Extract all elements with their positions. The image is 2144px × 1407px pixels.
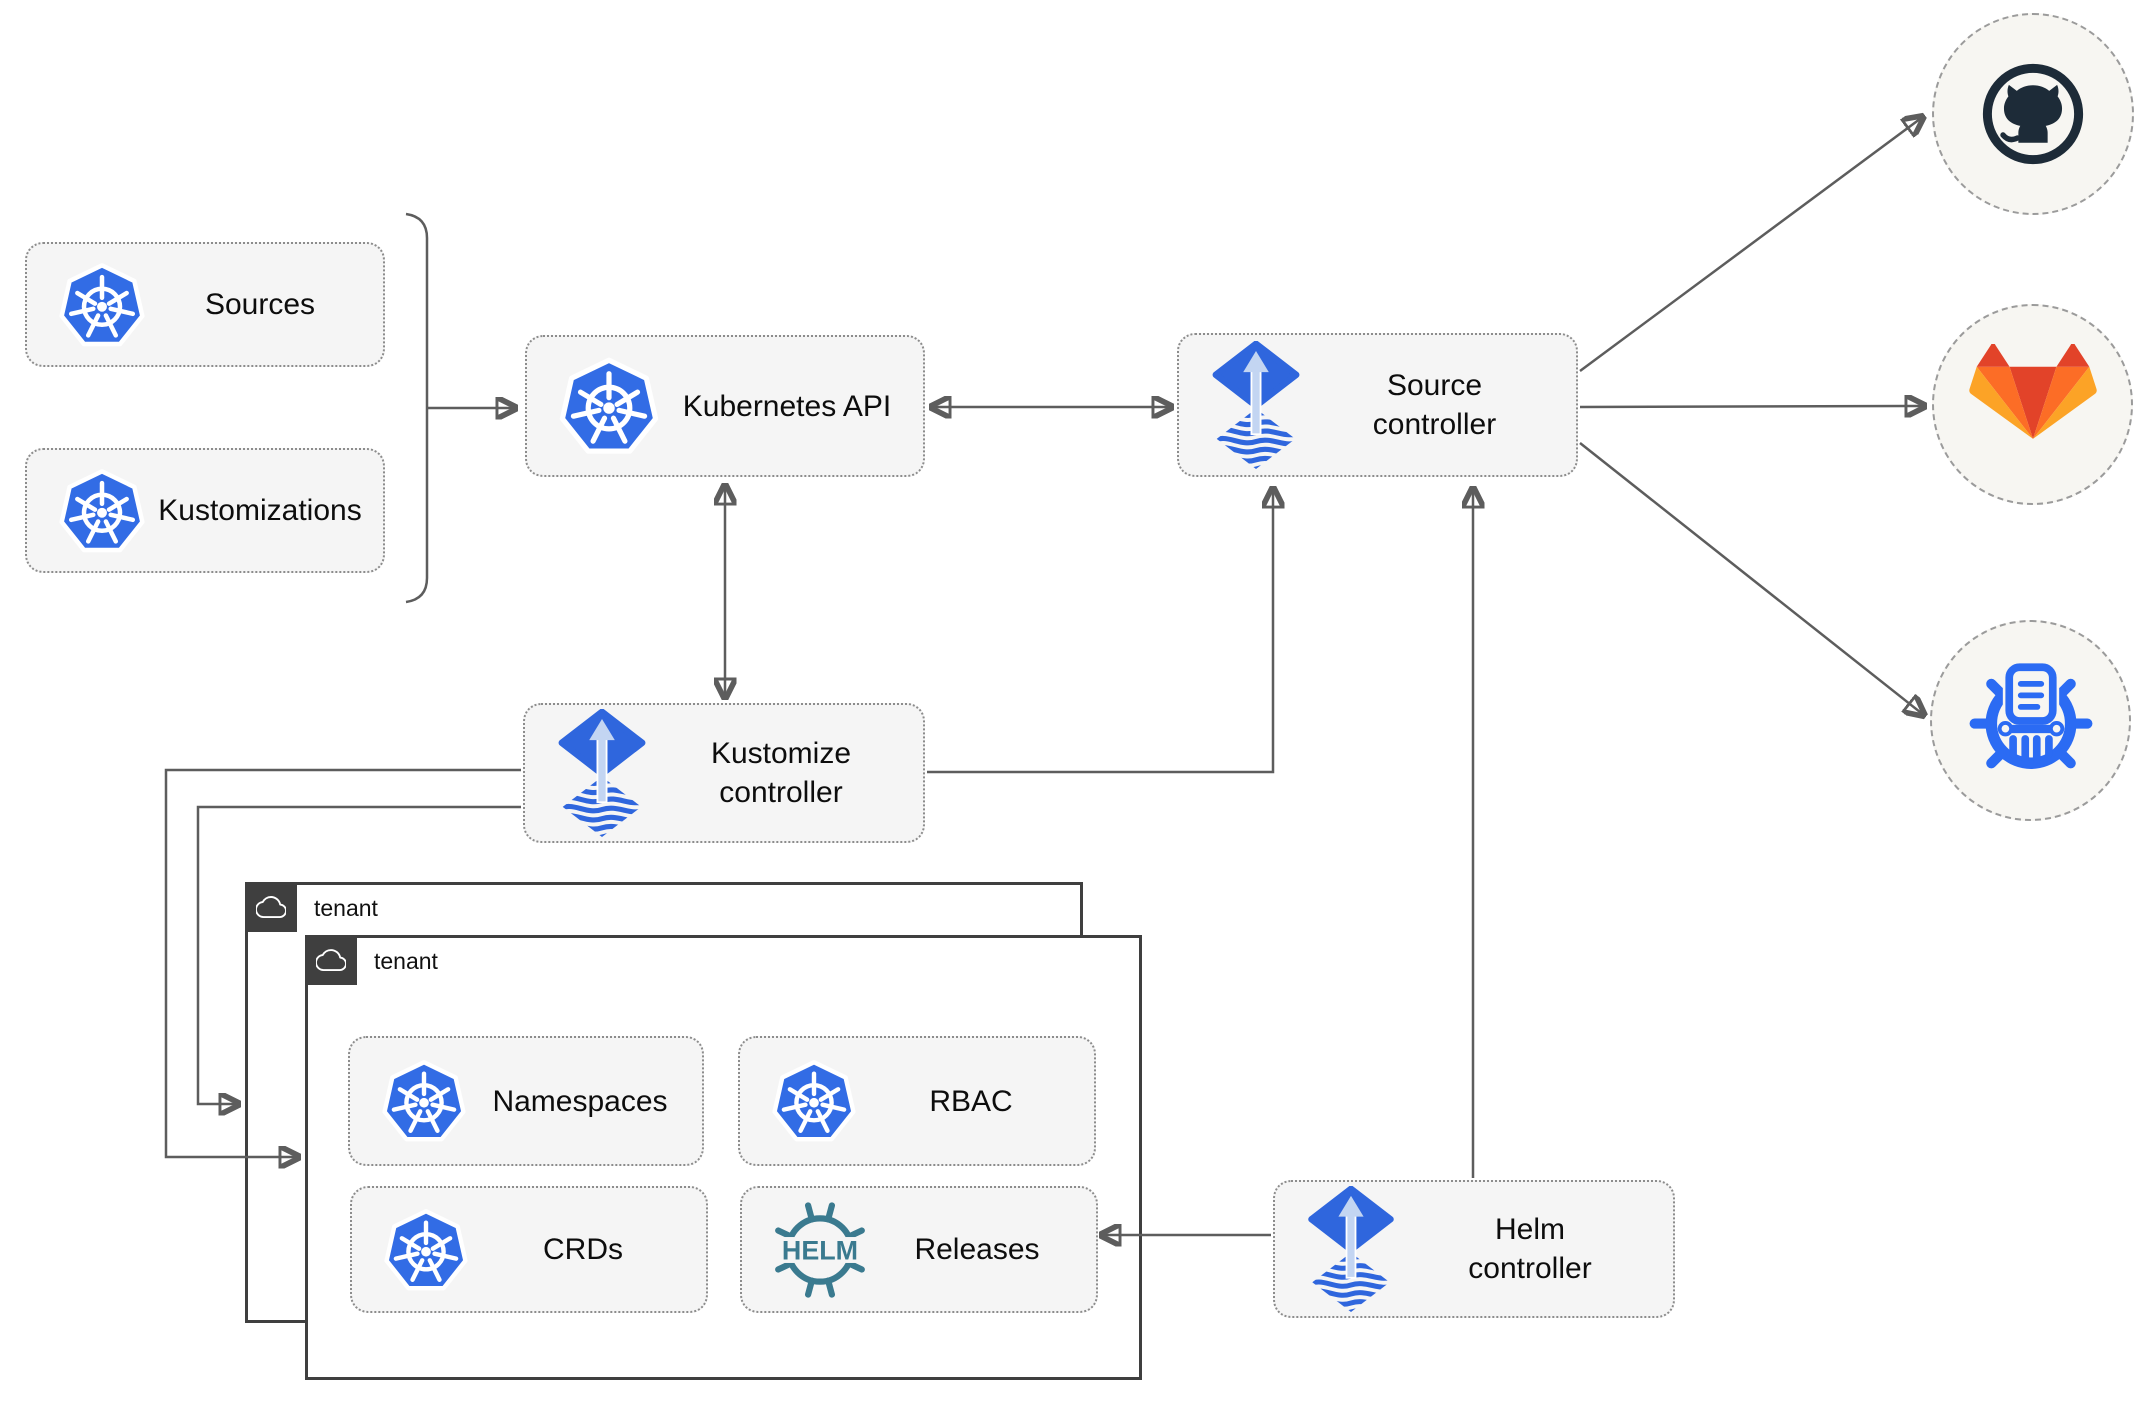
kubernetes-icon bbox=[770, 1057, 858, 1145]
node-label: Kustomize controller bbox=[710, 737, 852, 809]
cloud-icon bbox=[314, 945, 348, 975]
edge-kustomize-controller-to-source-controller bbox=[927, 487, 1273, 774]
node-rbac: RBAC bbox=[738, 1036, 1096, 1166]
flux-icon bbox=[1209, 341, 1303, 469]
edge-source-controller-to-chartmuseum bbox=[1579, 442, 1925, 716]
node-source-controller: Source controller bbox=[1177, 333, 1578, 477]
helm-repository-icon bbox=[1967, 657, 2095, 785]
endpoint-chartmuseum bbox=[1930, 620, 2131, 821]
gitlab-icon bbox=[1969, 344, 2097, 466]
tenant-container-front: tenant Namespaces RBAC CRDs Releases bbox=[305, 935, 1142, 1380]
flux-icon bbox=[555, 709, 649, 837]
endpoint-github bbox=[1932, 13, 2134, 215]
node-label: CRDs bbox=[543, 1233, 623, 1266]
kubernetes-icon bbox=[382, 1206, 470, 1294]
node-label: RBAC bbox=[929, 1084, 1013, 1118]
node-namespaces: Namespaces bbox=[348, 1036, 704, 1166]
node-label: Kustomizations bbox=[158, 494, 362, 527]
flux-icon bbox=[1305, 1186, 1397, 1312]
node-sources: Sources bbox=[25, 242, 385, 367]
kubernetes-icon bbox=[380, 1057, 468, 1145]
endpoint-gitlab bbox=[1932, 304, 2133, 505]
node-label: Helm controller bbox=[1468, 1213, 1592, 1285]
tenant-back-corner-badge bbox=[245, 882, 297, 932]
github-icon bbox=[1973, 54, 2093, 174]
kubernetes-icon bbox=[557, 354, 661, 458]
cloud-icon bbox=[254, 892, 288, 922]
kubernetes-icon bbox=[57, 260, 147, 350]
node-label: Source controller bbox=[1372, 369, 1497, 441]
node-crds: CRDs bbox=[350, 1186, 708, 1313]
tenant-back-label: tenant bbox=[314, 895, 378, 921]
helm-icon bbox=[772, 1202, 868, 1298]
tenant-front-corner-badge bbox=[305, 935, 357, 985]
node-label: Sources bbox=[204, 288, 316, 321]
node-kubernetes-api: Kubernetes API bbox=[525, 335, 925, 477]
node-kustomize-controller: Kustomize controller bbox=[523, 703, 925, 843]
edge-source-controller-to-github bbox=[1579, 116, 1924, 373]
node-releases: Releases bbox=[740, 1186, 1098, 1313]
node-label: Namespaces bbox=[492, 1084, 668, 1118]
node-helm-controller: Helm controller bbox=[1273, 1180, 1675, 1318]
bracket-sources-kustomizations bbox=[405, 212, 429, 604]
node-kustomizations: Kustomizations bbox=[25, 448, 385, 573]
node-label: Releases bbox=[914, 1233, 1040, 1266]
tenant-front-label: tenant bbox=[374, 948, 438, 974]
edge-source-controller-to-gitlab bbox=[1579, 406, 1926, 407]
kubernetes-icon bbox=[57, 466, 147, 556]
node-label: Kubernetes API bbox=[682, 389, 892, 423]
